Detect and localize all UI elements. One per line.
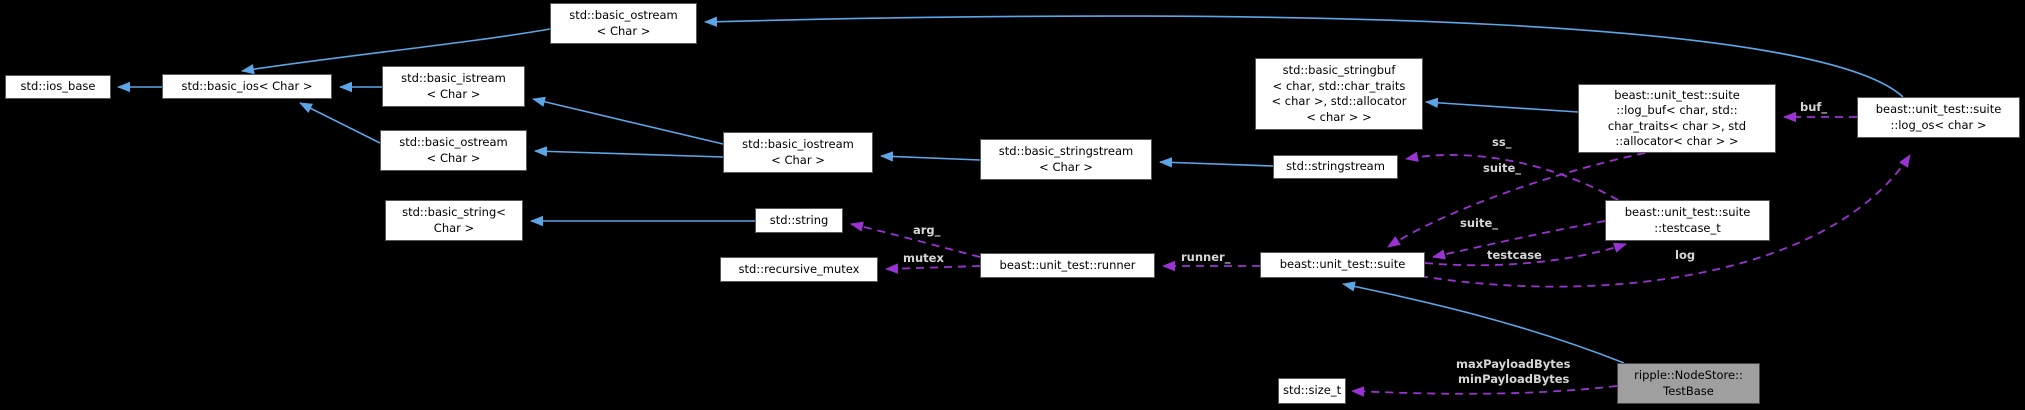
node-beast-unit-test-runner[interactable]: beast::unit_test::runner [980,253,1155,278]
node-std-basic-ostream-mid[interactable]: std::basic_ostream < Char > [380,130,527,171]
node-text: ::log_os< char > [1890,117,1987,132]
edge-suite-to-log-os [1419,154,1911,288]
node-text: std::stringstream [1286,159,1385,174]
node-text: std::basic_ostream [399,135,508,149]
edge-testbase-to-suite [1342,281,1625,364]
node-text: < char, std::char_traits [1272,78,1406,93]
node-std-basic-stringstream[interactable]: std::basic_stringstream < Char > [980,139,1152,180]
node-text: beast::unit_test::suite [1624,205,1751,219]
node-text: TestBase [1663,383,1714,398]
node-text: std::recursive_mutex [738,261,860,276]
edge-log-os-to-basic-ostream-top [704,15,1904,98]
node-text: beast::unit_test::suite [1875,102,2002,116]
node-std-basic-ostream-top[interactable]: std::basic_ostream < Char > [550,3,697,44]
edge-label-runner: runner_ [1181,250,1231,264]
node-text: < Char > [1039,159,1093,174]
edge-label-buf: buf_ [1800,100,1828,114]
edge-basic-ostream-top-to-basic-ios [241,28,551,75]
node-text: std::basic_stringstream [998,144,1134,158]
node-text: < char > > [1306,109,1372,124]
edge-suite-to-testcase-t [1424,242,1627,267]
edge-label-mutex: mutex [903,251,944,265]
node-std-string[interactable]: std::string [755,208,843,233]
node-std-basic-istream[interactable]: std::basic_istream < Char > [382,66,525,107]
node-beast-unit-test-suite[interactable]: beast::unit_test::suite [1260,252,1425,278]
edge-testcase-t-to-stringstream [1405,151,1619,201]
edge-label-arg: arg_ [913,223,941,237]
edge-log-buf-to-suite [1387,152,1646,248]
node-text: std::basic_string< [402,205,506,219]
edge-runner-to-string [850,221,981,258]
edge-runner-to-recursive-mutex [885,263,981,274]
node-std-ios-base[interactable]: std::ios_base [5,75,111,99]
node-text: char_traits< char >, std [1607,118,1747,133]
node-text: std::basic_ios< Char > [181,78,313,93]
edge-label-suite-upper: suite_ [1483,161,1522,175]
node-std-basic-string[interactable]: std::basic_string< Char > [385,200,523,241]
node-std-basic-ios[interactable]: std::basic_ios< Char > [162,74,332,99]
node-text: std::basic_ostream [569,8,678,22]
node-text: beast::unit_test::runner [999,257,1136,272]
node-text: std::basic_stringbuf [1282,63,1396,77]
edge-label-testcase: testcase [1487,248,1542,262]
edge-label-max-payload: maxPayloadBytes [1456,357,1571,371]
edge-stringstream-to-basic-stringstream [1159,157,1274,168]
edge-label-ss: ss_ [1492,135,1512,149]
node-std-recursive-mutex[interactable]: std::recursive_mutex [720,257,878,282]
node-text: std::basic_istream [401,71,506,85]
node-text: < Char > [596,23,651,38]
edge-basic-iostream-to-basic-istream [532,96,724,145]
node-ripple-nodestore-testbase: ripple::NodeStore:: TestBase [1617,363,1760,404]
node-text: std::size_t [1283,383,1342,398]
edge-log-buf-to-basic-stringbuf [1425,97,1579,113]
node-text: Char > [433,220,475,235]
node-text: std::ios_base [20,79,96,94]
node-text: ripple::NodeStore:: [1634,368,1743,382]
edge-basic-stringstream-to-basic-iostream [880,151,981,162]
edge-basic-iostream-to-basic-ostream-mid [534,146,724,158]
node-text: < char >, std::allocator [1271,94,1407,108]
node-std-stringstream[interactable]: std::stringstream [1273,155,1398,179]
node-text: ::allocator< char > > [1615,134,1739,148]
edge-label-suite-lower: suite_ [1460,216,1499,230]
node-log-os[interactable]: beast::unit_test::suite ::log_os< char > [1857,97,2020,138]
node-std-basic-stringbuf[interactable]: std::basic_stringbuf < char, std::char_t… [1255,58,1423,130]
node-text: std::string [769,212,829,227]
edge-basic-ostream-mid-to-basic-ios [299,102,381,144]
node-std-basic-iostream[interactable]: std::basic_iostream < Char > [723,132,873,173]
node-text: beast::unit_test::suite [1279,257,1406,272]
edge-label-min-payload: minPayloadBytes [1458,372,1570,386]
edge-testcase-t-to-suite [1432,220,1606,260]
edge-testbase-to-size-t [1351,385,1618,397]
node-text: beast::unit_test::suite [1614,87,1740,102]
node-text: < Char > [771,152,825,167]
node-text: std::basic_iostream [742,137,854,151]
node-testcase-t[interactable]: beast::unit_test::suite ::testcase_t [1605,200,1770,241]
node-log-buf[interactable]: beast::unit_test::suite ::log_buf< char,… [1578,84,1776,153]
node-text: < Char > [426,86,481,101]
node-std-size-t[interactable]: std::size_t [1278,378,1346,404]
node-text: ::testcase_t [1654,220,1721,235]
edge-label-log: log [1675,248,1696,262]
node-text: < Char > [426,150,481,165]
node-text: ::log_buf< char, std:: [1616,103,1738,117]
